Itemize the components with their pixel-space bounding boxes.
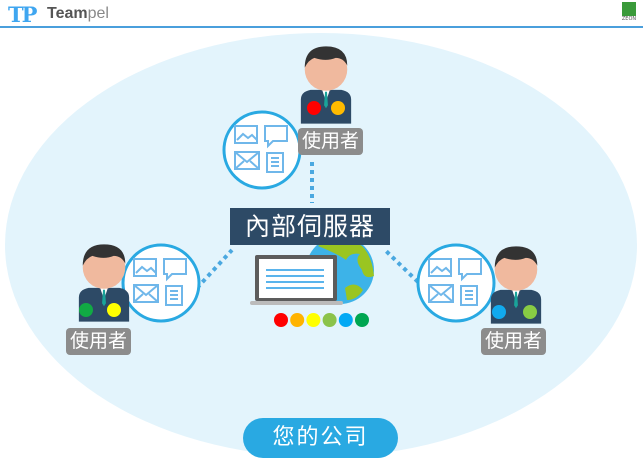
server-dot bbox=[355, 313, 369, 327]
header: TP Teampel ZEON bbox=[0, 0, 643, 28]
right-user-content-bubble bbox=[416, 243, 496, 323]
laptop-icon bbox=[250, 255, 343, 305]
left-user-content-bubble bbox=[121, 243, 201, 323]
zeon-text: ZEON bbox=[621, 16, 637, 22]
user-dot bbox=[107, 303, 121, 317]
user-status-dots bbox=[79, 101, 537, 319]
connector-lines bbox=[195, 162, 420, 290]
top-user-label: 使用者 bbox=[298, 128, 364, 155]
teampel-logo-mark: TP bbox=[8, 2, 37, 27]
brand-bold: Team bbox=[47, 5, 88, 22]
right-user-label: 使用者 bbox=[481, 328, 547, 355]
brand-name: Teampel bbox=[47, 5, 109, 23]
server-title: 內部伺服器 bbox=[230, 208, 390, 245]
user-dot bbox=[492, 305, 506, 319]
company-label: 您的公司 bbox=[243, 418, 398, 458]
server-dot bbox=[290, 313, 305, 327]
brand-light: pel bbox=[87, 5, 109, 22]
user-dot bbox=[331, 101, 345, 115]
server-dot bbox=[274, 313, 288, 327]
zeon-logo: ZEON bbox=[620, 2, 638, 26]
user-dot bbox=[523, 305, 537, 319]
user-dot bbox=[307, 101, 321, 115]
left-user-label: 使用者 bbox=[66, 328, 132, 355]
server-dot bbox=[306, 313, 321, 327]
server-dot bbox=[322, 313, 337, 327]
top-user-content-bubble bbox=[222, 110, 302, 190]
user-dot bbox=[79, 303, 93, 317]
server-status-dots bbox=[274, 313, 369, 327]
server-dot bbox=[338, 313, 353, 327]
